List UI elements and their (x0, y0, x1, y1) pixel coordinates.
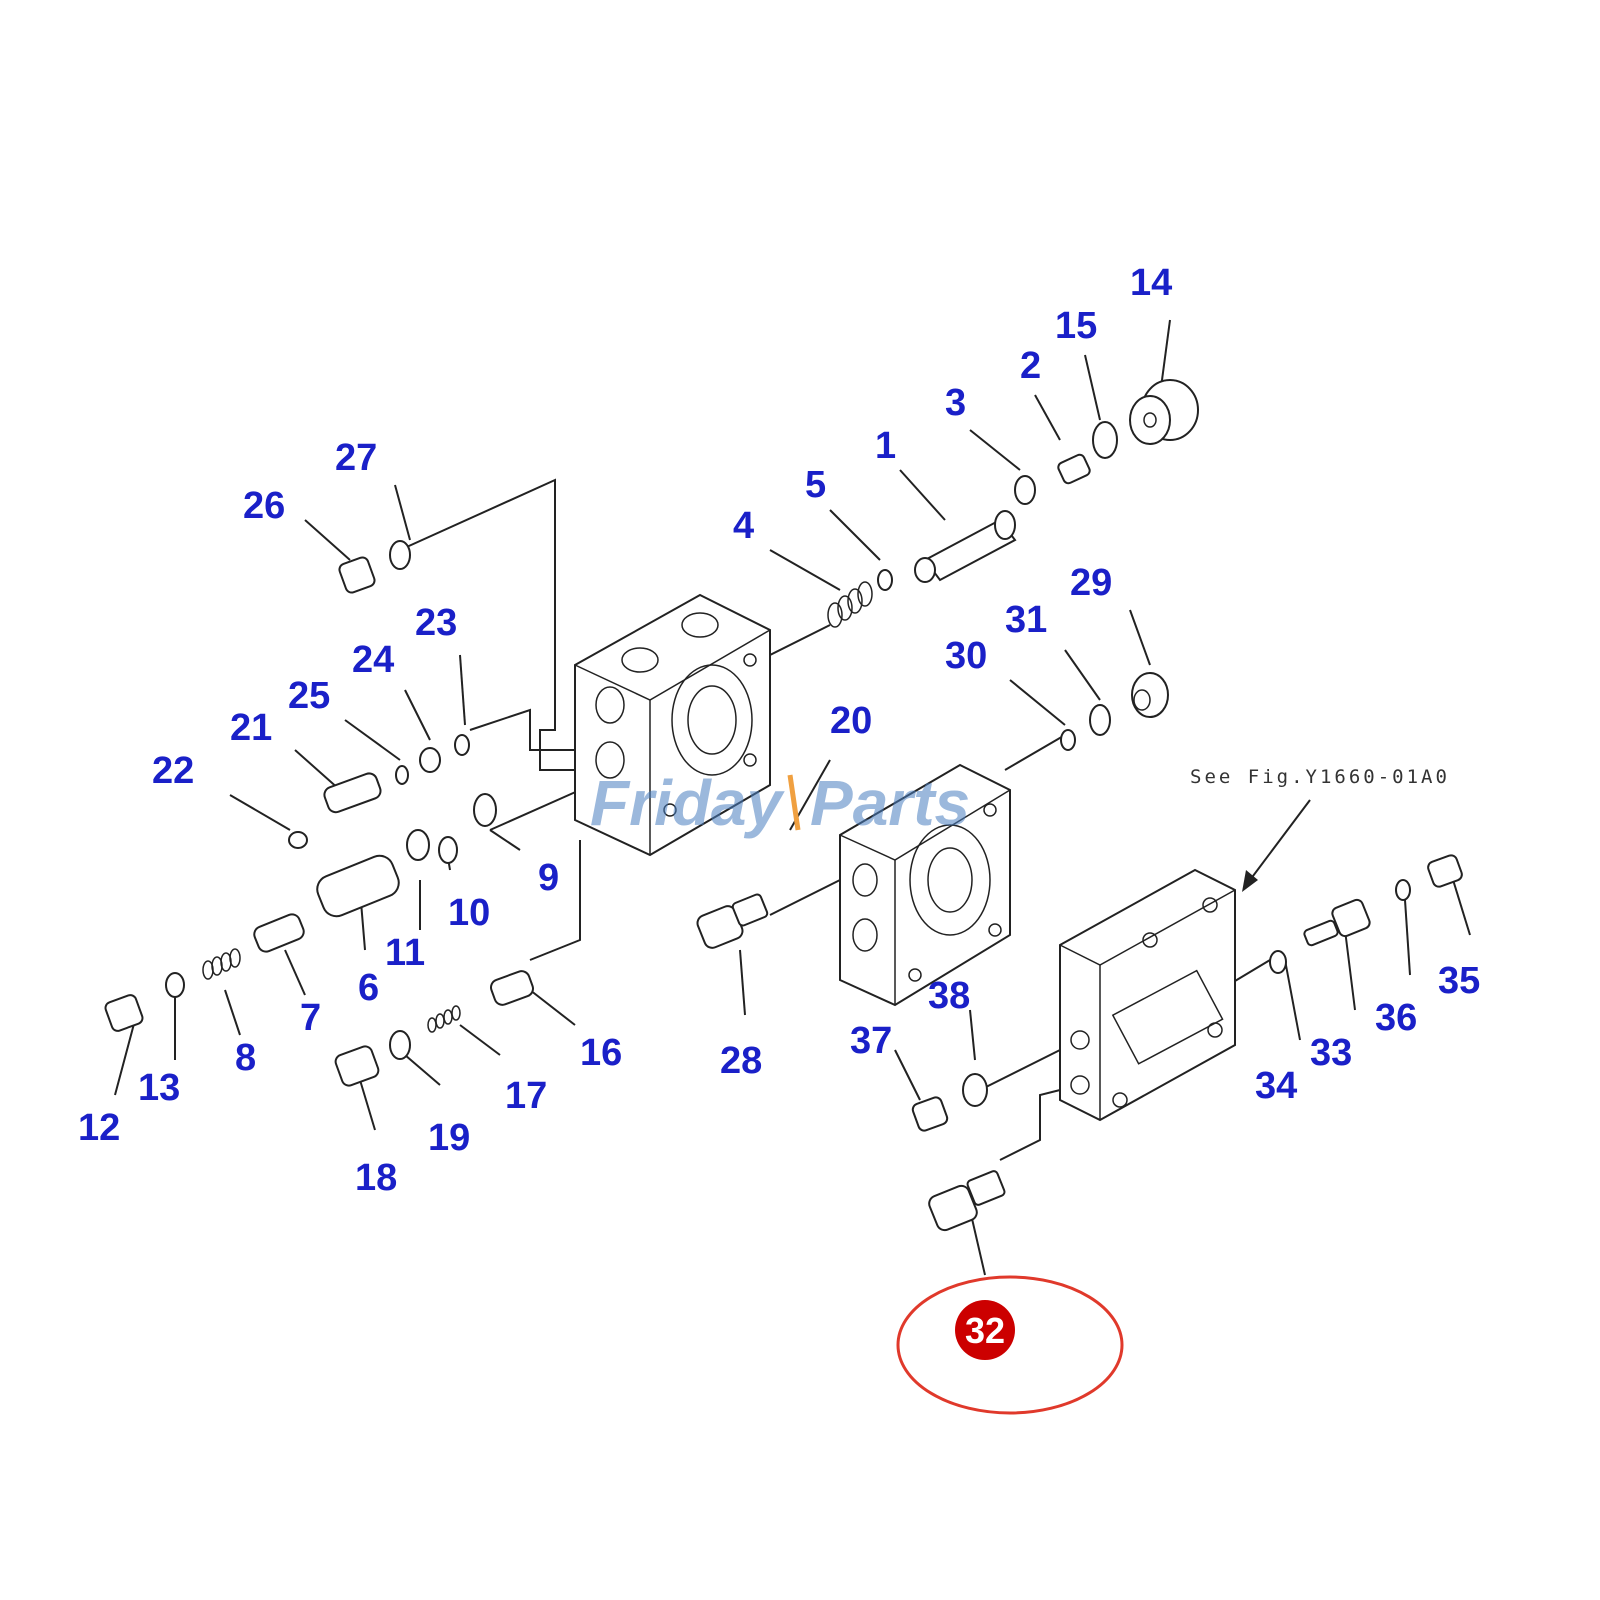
callout-26: 26 (243, 485, 285, 527)
callout-37: 37 (850, 1020, 892, 1062)
spring-17 (427, 1005, 461, 1033)
callout-12: 12 (78, 1107, 120, 1149)
valve-body-main (574, 593, 771, 857)
callout-14: 14 (1130, 262, 1172, 304)
callout-3: 3 (945, 382, 966, 424)
callout-16: 16 (580, 1032, 622, 1074)
callout-36: 36 (1375, 997, 1417, 1039)
callout-15: 15 (1055, 305, 1097, 347)
callout-7: 7 (300, 997, 321, 1039)
callout-21: 21 (230, 707, 272, 749)
watermark-text-part1: Friday (590, 767, 785, 839)
callout-11: 11 (385, 932, 425, 974)
callout-labels: 14 15 2 3 1 5 4 27 26 23 24 25 21 22 29 … (78, 262, 1480, 1199)
callout-9: 9 (538, 857, 559, 899)
reference-note: See Fig.Y1660-01A0 (1190, 766, 1450, 788)
callout-22: 22 (152, 750, 194, 792)
callout-19: 19 (428, 1117, 470, 1159)
callout-5: 5 (805, 464, 826, 506)
small-parts (104, 379, 1463, 1232)
valve-body-secondary (839, 763, 1011, 1007)
callout-28: 28 (720, 1040, 762, 1082)
spring-4 (827, 581, 873, 628)
callout-6: 6 (358, 967, 379, 1009)
callout-10: 10 (448, 892, 490, 934)
callout-29: 29 (1070, 562, 1112, 604)
watermark-logo: Friday Parts (590, 767, 970, 839)
callout-24: 24 (352, 639, 394, 681)
callout-4: 4 (733, 505, 754, 547)
callout-23: 23 (415, 602, 457, 644)
watermark-text-part2: Parts (810, 767, 970, 839)
callout-20: 20 (830, 700, 872, 742)
callout-13: 13 (138, 1067, 180, 1109)
callout-25: 25 (288, 675, 330, 717)
callout-8: 8 (235, 1037, 256, 1079)
callout-32: 32 (965, 1310, 1005, 1351)
callout-2: 2 (1020, 345, 1041, 387)
callout-38: 38 (928, 975, 970, 1017)
callout-27: 27 (335, 437, 377, 479)
callout-35: 35 (1438, 960, 1480, 1002)
callout-1: 1 (875, 425, 896, 467)
highlight-badge (955, 1300, 1015, 1360)
callout-34: 34 (1255, 1065, 1297, 1107)
highlight-ring (896, 1275, 1124, 1415)
callout-33: 33 (1310, 1032, 1352, 1074)
callout-31: 31 (1005, 599, 1047, 641)
callout-18: 18 (355, 1157, 397, 1199)
cover-plate (1059, 868, 1236, 1122)
leader-lines (114, 319, 1471, 1276)
callout-17: 17 (505, 1075, 547, 1117)
spring-8 (202, 948, 241, 980)
callout-30: 30 (945, 635, 987, 677)
highlighted-part-32: 32 (896, 1275, 1124, 1415)
